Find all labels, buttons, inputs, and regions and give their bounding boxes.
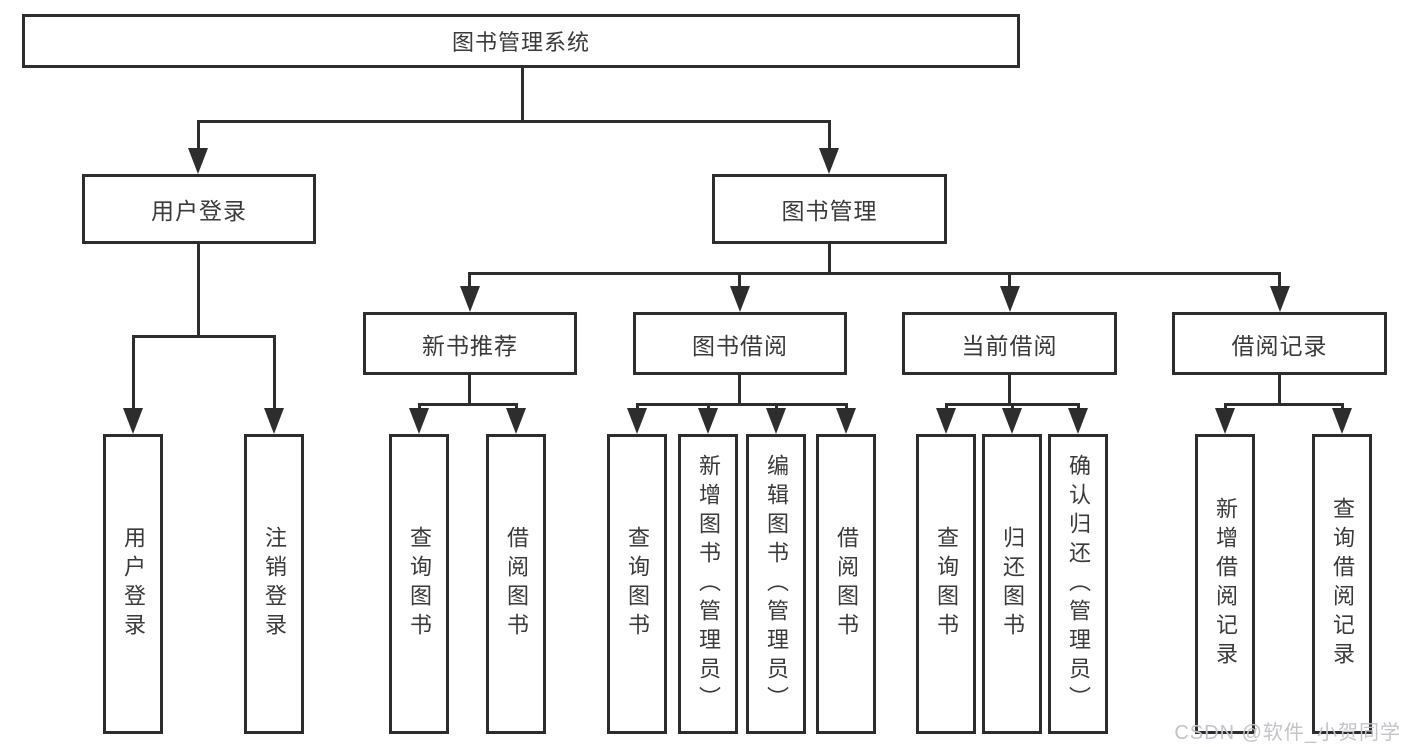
connector-line	[132, 335, 276, 338]
arrowhead-down	[1270, 286, 1290, 312]
node-new-book-recommend: 新书推荐	[363, 312, 577, 375]
connector-line	[828, 120, 831, 152]
leaf-query-books-borrow: 查询图书	[607, 434, 667, 734]
node-book-management: 图书管理	[712, 174, 947, 244]
arrowhead-down	[188, 148, 208, 174]
node-user-login: 用户登录	[82, 174, 316, 244]
arrowhead-down	[1332, 408, 1352, 434]
arrowhead-down	[936, 408, 956, 434]
leaf-query-books-recommend: 查询图书	[389, 434, 449, 734]
leaf-edit-book-admin: 编辑图书（管理员）	[746, 434, 806, 734]
connector-line	[1278, 374, 1281, 405]
connector-line	[636, 403, 847, 406]
arrowhead-down	[123, 408, 143, 434]
arrowhead-down	[627, 408, 647, 434]
node-borrowing-records: 借阅记录	[1172, 312, 1387, 375]
connector-line	[468, 374, 471, 405]
arrowhead-down	[1000, 286, 1020, 312]
leaf-user-login: 用户登录	[103, 434, 163, 734]
arrowhead-down	[836, 408, 856, 434]
connector-line	[1008, 374, 1011, 405]
arrowhead-down	[264, 408, 284, 434]
csdn-watermark: CSDN @软件_小贺同学	[1174, 722, 1401, 744]
arrowhead-down	[698, 408, 718, 434]
leaf-confirm-return-admin: 确认归还（管理员）	[1048, 434, 1108, 734]
connector-line	[738, 374, 741, 405]
connector-line	[132, 335, 135, 412]
leaf-query-books-current: 查询图书	[916, 434, 976, 734]
arrowhead-down	[409, 408, 429, 434]
node-current-borrowing: 当前借阅	[902, 312, 1117, 375]
arrowhead-down	[1215, 408, 1235, 434]
connector-line	[1008, 272, 1011, 289]
node-root: 图书管理系统	[22, 14, 1020, 68]
connector-line	[738, 272, 741, 289]
connector-line	[1224, 403, 1343, 406]
arrowhead-down	[766, 408, 786, 434]
arrowhead-down	[1068, 408, 1088, 434]
arrowhead-down	[506, 408, 526, 434]
arrowhead-down	[730, 286, 750, 312]
node-book-borrowing: 图书借阅	[633, 312, 847, 375]
leaf-add-book-admin: 新增图书（管理员）	[678, 434, 738, 734]
connector-line	[1278, 272, 1281, 289]
connector-line	[828, 243, 831, 275]
leaf-logout: 注销登录	[244, 434, 304, 734]
leaf-query-borrow-record: 查询借阅记录	[1312, 434, 1372, 734]
arrowhead-down	[819, 148, 839, 174]
leaf-borrow-books-borrow: 借阅图书	[816, 434, 876, 734]
connector-line	[197, 243, 200, 337]
connector-line	[468, 272, 471, 289]
arrowhead-down	[460, 286, 480, 312]
leaf-borrow-books-recommend: 借阅图书	[486, 434, 546, 734]
connector-line	[521, 67, 524, 122]
leaf-add-borrow-record: 新增借阅记录	[1195, 434, 1255, 734]
leaf-return-books: 归还图书	[982, 434, 1042, 734]
connector-line	[418, 403, 517, 406]
connector-line	[468, 272, 1281, 275]
connector-line	[197, 120, 831, 123]
connector-line	[197, 120, 200, 152]
arrowhead-down	[1002, 408, 1022, 434]
connector-line	[273, 335, 276, 412]
